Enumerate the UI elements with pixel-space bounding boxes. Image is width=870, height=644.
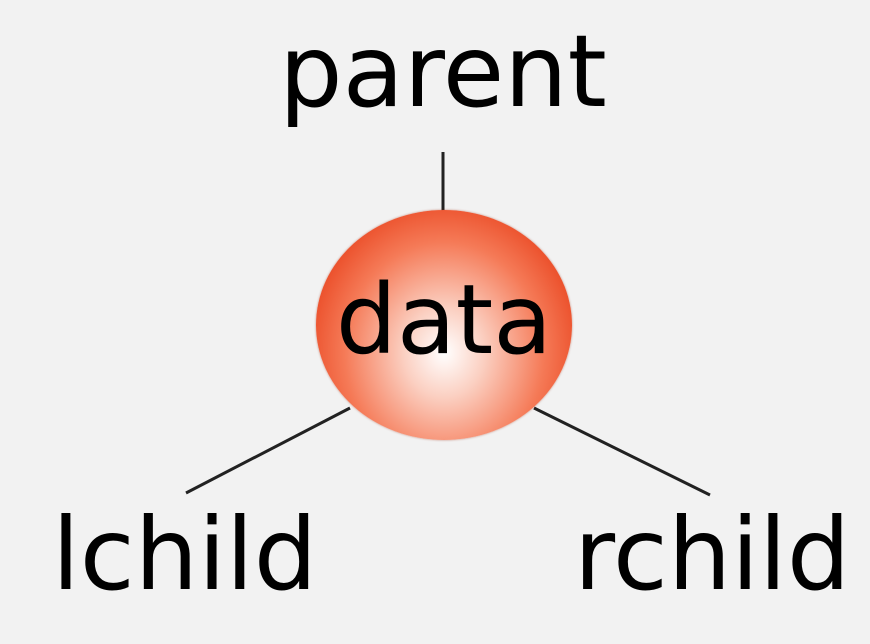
- lchild-label: lchild: [52, 496, 318, 613]
- rchild-label: rchild: [574, 496, 851, 613]
- edge-lchild: [185, 406, 351, 495]
- edge-rchild: [533, 406, 711, 497]
- parent-label: parent: [279, 13, 607, 130]
- data-node-label: data: [335, 264, 553, 376]
- data-node: data: [316, 210, 572, 440]
